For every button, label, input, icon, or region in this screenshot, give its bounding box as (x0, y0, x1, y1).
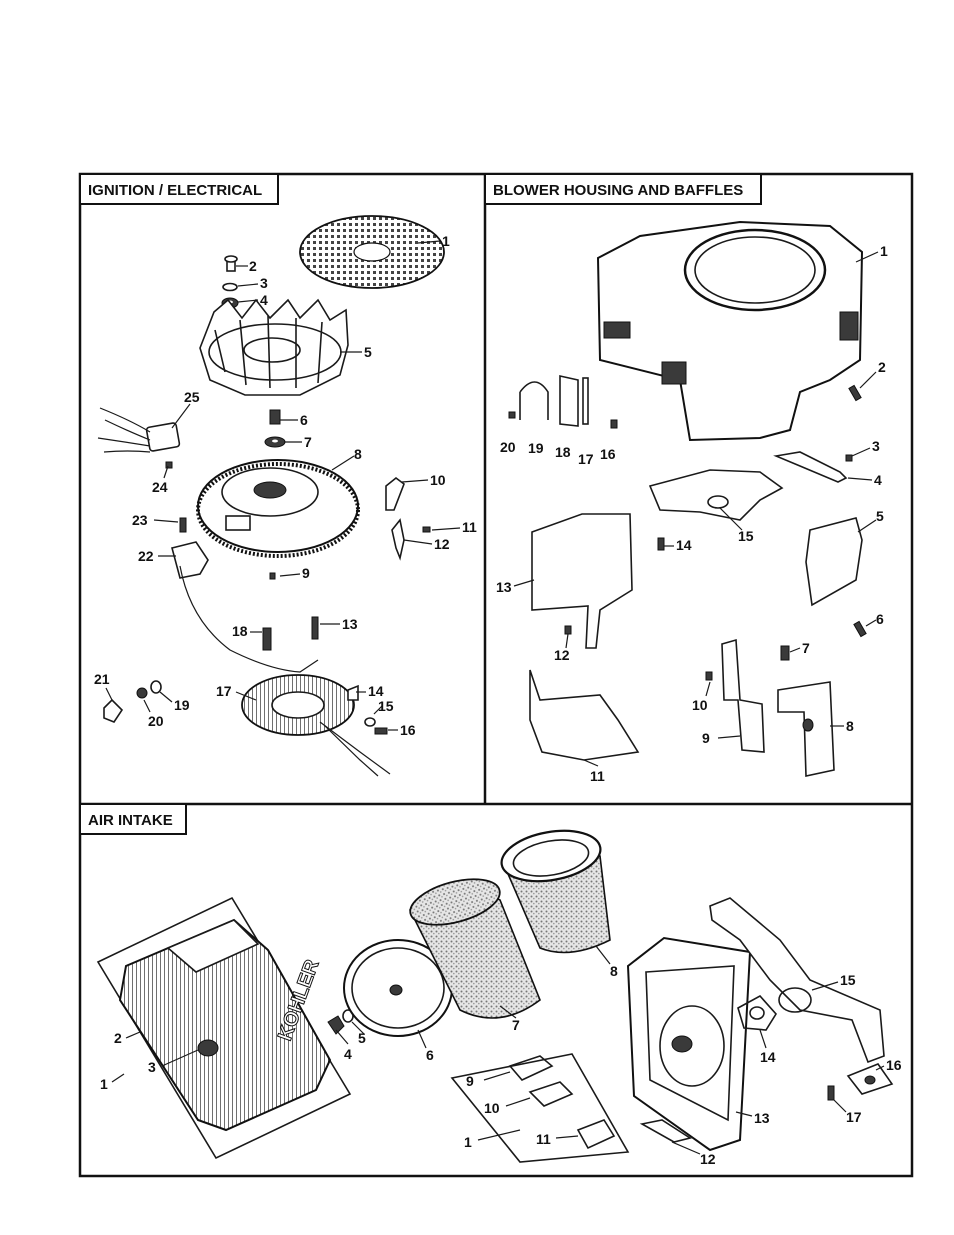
callout-blw-9: 9 (702, 730, 710, 746)
callout-air-7: 7 (512, 1017, 520, 1033)
callout-air-1b: 1 (464, 1134, 472, 1150)
callout-air-2: 2 (114, 1030, 122, 1046)
callout-air-1: 1 (100, 1076, 108, 1092)
callout-air-12: 12 (700, 1151, 716, 1167)
callout-ign-2: 2 (249, 258, 257, 274)
callout-ign-13: 13 (342, 616, 358, 632)
callout-ign-8: 8 (354, 446, 362, 462)
filter-element (498, 824, 610, 953)
callout-ign-9: 9 (302, 565, 310, 581)
svg-text:IGNITION / ELECTRICAL: IGNITION / ELECTRICAL (88, 182, 262, 199)
air-cleaner-cover: KOHLER (120, 920, 330, 1130)
panel-title-blower: BLOWER HOUSING AND BAFFLES (485, 174, 761, 204)
panel-title-air-intake: AIR INTAKE (80, 804, 186, 834)
callout-ign-17: 17 (216, 683, 232, 699)
blower-illustration (509, 222, 866, 776)
callout-blw-14: 14 (676, 537, 692, 553)
callout-ign-24: 24 (152, 479, 168, 495)
panel-title-ignition: IGNITION / ELECTRICAL (80, 174, 278, 204)
callout-blw-18: 18 (555, 444, 571, 460)
callout-ign-1: 1 (442, 233, 450, 249)
callout-air-16: 16 (886, 1057, 902, 1073)
svg-text:AIR INTAKE: AIR INTAKE (88, 812, 173, 829)
air-cleaner-base (628, 938, 750, 1150)
callout-ign-11: 11 (462, 519, 477, 535)
flywheel (198, 460, 358, 556)
callout-blw-5: 5 (876, 508, 884, 524)
callout-blw-10: 10 (692, 697, 708, 713)
callout-ign-18: 18 (232, 623, 248, 639)
callout-blw-8: 8 (846, 718, 854, 734)
callout-ign-6: 6 (300, 412, 308, 428)
callout-air-13: 13 (754, 1110, 770, 1126)
callout-blw-7: 7 (802, 640, 810, 656)
callout-blw-2: 2 (878, 359, 886, 375)
callout-air-14: 14 (760, 1049, 776, 1065)
callout-ign-19: 19 (174, 697, 190, 713)
callout-ign-10: 10 (430, 472, 446, 488)
callout-ign-16: 16 (400, 722, 416, 738)
callout-blw-19: 19 (528, 440, 544, 456)
callout-ign-15: 15 (378, 698, 394, 714)
callout-blw-13: 13 (496, 579, 512, 595)
callout-ign-23: 23 (132, 512, 148, 528)
callout-ign-20: 20 (148, 713, 164, 729)
callout-blw-11: 11 (590, 768, 605, 784)
callout-ign-3: 3 (260, 275, 268, 291)
callout-air-9: 9 (466, 1073, 474, 1089)
callout-blw-1: 1 (880, 243, 888, 259)
callout-ign-7: 7 (304, 434, 312, 450)
callout-ign-14: 14 (368, 683, 384, 699)
callout-blw-12: 12 (554, 647, 570, 663)
svg-text:BLOWER HOUSING AND BAFFLES: BLOWER HOUSING AND BAFFLES (493, 182, 743, 199)
callout-ign-12: 12 (434, 536, 450, 552)
callout-air-5: 5 (358, 1030, 366, 1046)
callout-air-11: 11 (536, 1131, 551, 1147)
grass-screen (300, 216, 444, 288)
callout-ign-25: 25 (184, 389, 200, 405)
callout-blw-20: 20 (500, 439, 516, 455)
callout-blw-17: 17 (578, 451, 594, 467)
callout-air-17: 17 (846, 1109, 862, 1125)
callout-air-15: 15 (840, 972, 856, 988)
callout-air-8: 8 (610, 963, 618, 979)
callout-blw-16: 16 (600, 446, 616, 462)
callout-air-3: 3 (148, 1059, 156, 1075)
callout-ign-21: 21 (94, 671, 110, 687)
callout-blw-6: 6 (876, 611, 884, 627)
callout-ign-5: 5 (364, 344, 372, 360)
callout-air-10: 10 (484, 1100, 500, 1116)
callout-blw-4: 4 (874, 472, 882, 488)
callout-blw-3: 3 (872, 438, 880, 454)
blower-housing (598, 222, 862, 440)
callout-air-6: 6 (426, 1047, 434, 1063)
callout-air-4: 4 (344, 1046, 352, 1062)
ignition-illustration (98, 216, 444, 776)
callout-blw-15: 15 (738, 528, 754, 544)
callout-ign-22: 22 (138, 548, 154, 564)
callout-ign-4: 4 (260, 292, 268, 308)
cooling-fan (200, 300, 348, 395)
